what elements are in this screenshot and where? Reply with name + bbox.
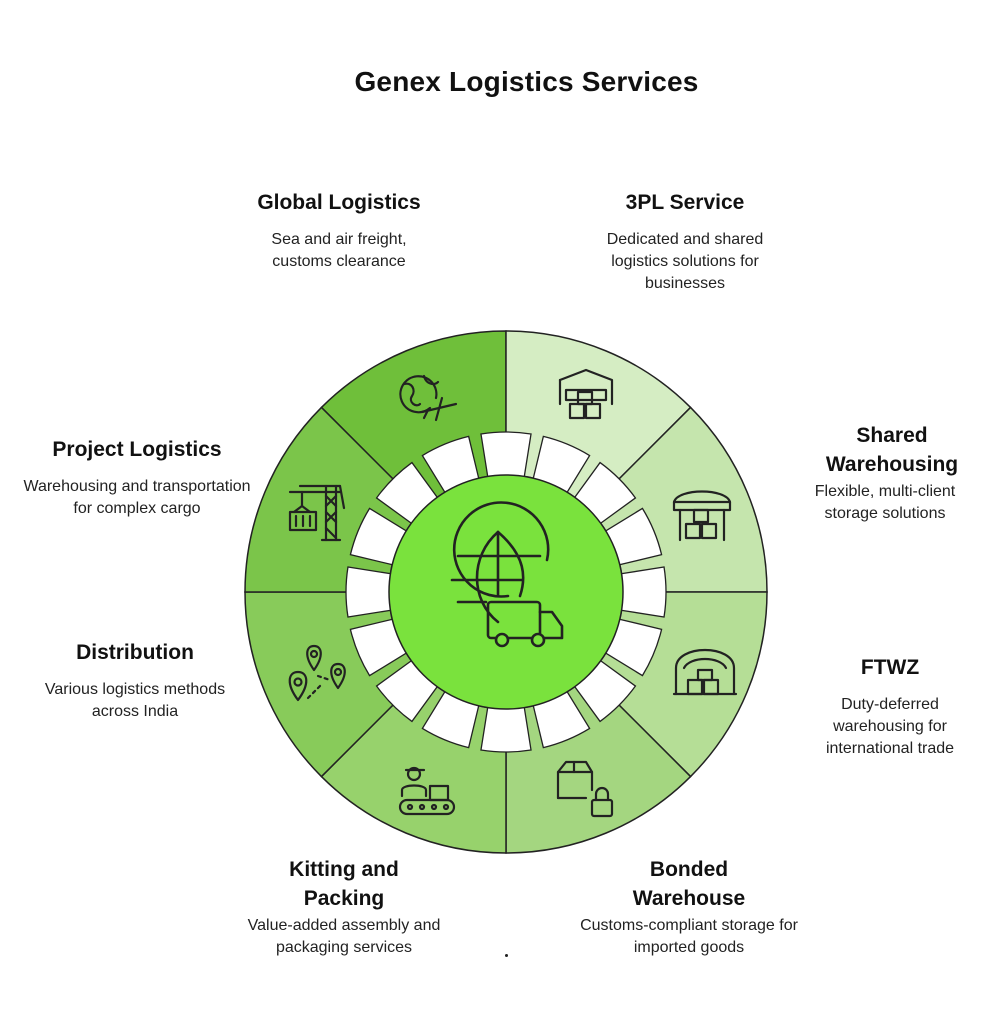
label-3pl-service: 3PL Service Dedicated and shared logisti… [560,188,810,295]
segment-description: Flexible, multi-client storage solutions [814,483,956,522]
ring-notch [345,566,395,618]
segment-description: Various logistics methods across India [44,681,226,720]
page-title: Genex Logistics Services [354,66,699,97]
label-distribution: Distribution Various logistics methods a… [20,638,250,723]
segment-description: Sea and air freight, customs clearance [271,231,407,270]
segment-description: Warehousing and transportation for compl… [23,478,251,517]
segment-title: Bonded Warehouse [632,858,746,910]
segment-description: Dedicated and shared logistics solutions… [606,231,764,292]
footer-dot [505,954,508,957]
hangar-boxes-icon [672,649,738,696]
segment-title: FTWZ [860,656,920,679]
globe-plane-icon [399,374,458,422]
segment-title: Kitting and Packing [289,858,399,910]
crane-container-icon [288,484,346,542]
ring-notch [480,703,532,753]
label-shared-warehousing: Shared Warehousing Flexible, multi-clien… [780,421,990,525]
hub-circle [388,474,624,710]
warehouse-boxes-icon [558,368,614,420]
globe-truck-icon [450,501,564,648]
conveyor-worker-icon [398,766,456,816]
ring-notch [617,566,667,618]
label-kitting-and-packing: Kitting and Packing Value-added assembly… [224,855,464,959]
ring-notch [480,431,532,481]
segment-title: Global Logistics [257,191,421,214]
segment-description: Value-added assembly and packaging servi… [247,917,441,956]
label-bonded-warehouse: Bonded Warehouse Customs-compliant stora… [574,855,804,959]
segment-title: Distribution [76,641,194,664]
box-lock-icon [556,760,614,818]
label-ftwz: FTWZ Duty-deferred warehousing for inter… [790,653,990,760]
segment-description: Duty-deferred warehousing for internatio… [825,696,955,757]
segment-description: Customs-compliant storage for imported g… [580,917,798,956]
segment-title: Project Logistics [52,438,222,461]
map-pins-icon [288,644,346,702]
label-global-logistics: Global Logistics Sea and air freight, cu… [214,188,464,273]
storage-shed-icon [672,490,732,542]
segment-title: 3PL Service [625,191,745,214]
segment-title: Shared Warehousing [825,424,959,476]
label-project-logistics: Project Logistics Warehousing and transp… [12,435,262,520]
